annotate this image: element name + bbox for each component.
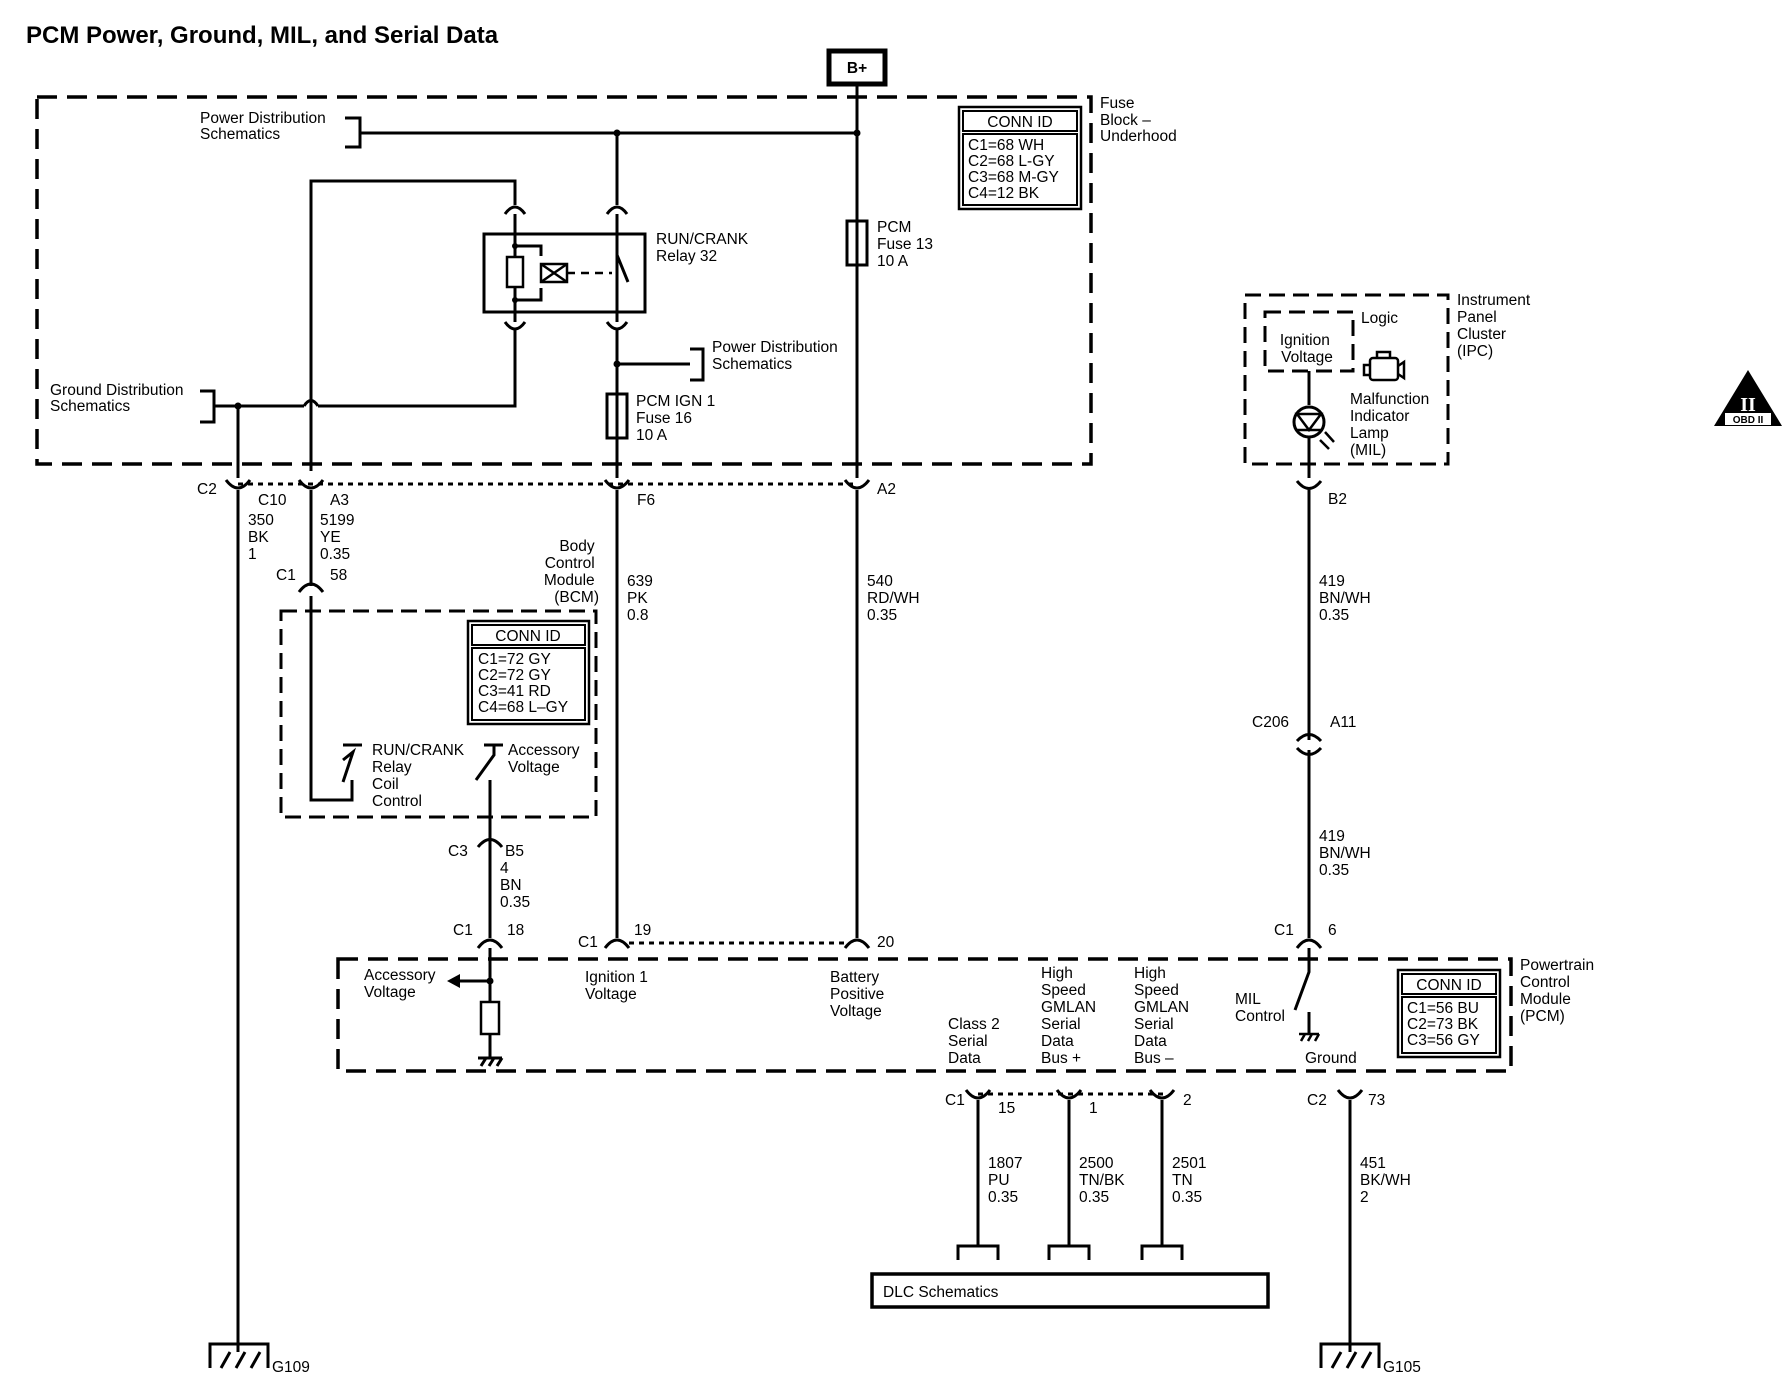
pcm-ground-label: Ground <box>1305 1050 1357 1067</box>
conn-c206-label: C206 <box>1252 714 1289 731</box>
pcm-mil-control-label: MIL Control <box>1235 991 1285 1025</box>
wire-1807-label: 1807 PU 0.35 <box>988 1155 1027 1206</box>
pcm-accessory-voltage-label: Accessory Voltage <box>364 967 440 1001</box>
conn-c2-label: C2 <box>197 481 217 498</box>
ground-g105-label: G105 <box>1383 1359 1421 1376</box>
conn-a3-label: A3 <box>330 492 349 509</box>
fuse-16-label: PCM IGN 1 Fuse 16 10 A <box>636 393 720 444</box>
pcm-label: Powertrain Control Module (PCM) <box>1520 957 1598 1025</box>
conn-6-label: 6 <box>1328 922 1337 939</box>
conn-c1-15-label: C1 <box>945 1092 965 1109</box>
powertrain-control-module: Powertrain Control Module (PCM) CONN ID … <box>336 948 1598 1073</box>
conn-c2-73-label: C2 <box>1307 1092 1327 1109</box>
obd-label: OBD II <box>1733 415 1764 426</box>
conn-58-label: 58 <box>330 567 347 584</box>
wire-2501-label: 2501 TN 0.35 <box>1172 1155 1211 1206</box>
conn-73-label: 73 <box>1368 1092 1385 1109</box>
svg-text:CONN ID: CONN ID <box>987 114 1052 131</box>
svg-text:CONN ID: CONN ID <box>495 628 560 645</box>
wire-419b-label: 419 BN/WH 0.35 <box>1319 828 1375 879</box>
conn-1-label: 1 <box>1089 1100 1098 1117</box>
wire-451-label: 451 BK/WH 2 <box>1360 1155 1415 1206</box>
conn-c1-19-label: C1 <box>578 934 598 951</box>
fuse-block-underhood: Fuse Block – Underhood CONN ID C1=68 WH … <box>35 84 1177 478</box>
bcm-relay-control-label: RUN/CRANK Relay Coil Control <box>372 742 468 810</box>
fuse-block-conn-id: CONN ID C1=68 WH C2=68 L-GY C3=68 M-GY C… <box>957 105 1083 211</box>
wire-540-label: 540 RD/WH 0.35 <box>867 573 924 624</box>
mil-lamp-icon <box>1292 405 1335 450</box>
conn-c3-label: C3 <box>448 843 468 860</box>
conn-c1-6-label: C1 <box>1274 922 1294 939</box>
svg-text:C1=56 BU C2=73 BK: C1=56 BU C2=73 BK C3=56 GY <box>1407 1000 1483 1049</box>
bcm-accessory-voltage-label: Accessory Voltage <box>508 742 584 776</box>
engine-icon <box>1362 350 1406 382</box>
battery-label: B+ <box>847 60 867 77</box>
svg-text:C1=72 GY C2=72 GY: C1=72 GY C2=72 GY C3=41 RD C4=68 L–GY <box>478 651 568 716</box>
pcm-ignition1-label: Ignition 1 Voltage <box>585 969 652 1003</box>
pcm-hs-gmlan-plus-label: High Speed GMLAN Serial Data Bus + <box>1041 965 1100 1067</box>
pcm-battery-label: Battery Positive Voltage <box>830 969 889 1020</box>
wire-350-label: 350 BK 1 <box>248 512 278 563</box>
conn-b2-label: B2 <box>1328 491 1347 508</box>
wire-4-label: 4 BN 0.35 <box>500 860 530 911</box>
bcm-label: Body Control Module (BCM) <box>544 538 599 606</box>
conn-a11-label: A11 <box>1330 714 1356 731</box>
ipc-logic-label: Logic <box>1361 310 1398 327</box>
conn-20-label: 20 <box>877 934 895 951</box>
wire-5199-label: 5199 YE 0.35 <box>320 512 359 563</box>
fuse-13-label: PCM Fuse 13 10 A <box>877 219 937 270</box>
svg-text:CONN ID: CONN ID <box>1416 977 1481 994</box>
ground-g109-label: G109 <box>272 1359 310 1376</box>
svg-text:C1=68 WH C2=68 L-GY: C1=68 WH C2=68 L-GY C3=68 M-GY C4=12 BK <box>968 137 1063 202</box>
bcm-conn-id: CONN ID C1=72 GY C2=72 GY C3=41 RD C4=68… <box>466 619 591 726</box>
conn-b5-label: B5 <box>505 843 524 860</box>
wire-2500-label: 2500 TN/BK 0.35 <box>1079 1155 1129 1206</box>
wire-419a-label: 419 BN/WH 0.35 <box>1319 573 1375 624</box>
conn-18-label: 18 <box>507 922 524 939</box>
pcm-class2-label: Class 2 Serial Data <box>948 1016 1004 1067</box>
conn-f6-label: F6 <box>637 492 655 509</box>
conn-15-label: 15 <box>998 1100 1015 1117</box>
pcm-hs-gmlan-minus-label: High Speed GMLAN Serial Data Bus – <box>1134 965 1193 1067</box>
pcm-fuse-13 <box>845 219 869 267</box>
run-crank-relay-32 <box>482 214 647 322</box>
ground-g109-icon <box>208 1342 270 1369</box>
conn-c10-label: C10 <box>258 492 287 509</box>
conn-2-label: 2 <box>1183 1092 1192 1109</box>
conn-c1-18-label: C1 <box>453 922 473 939</box>
obd-numeral: II <box>1740 394 1756 416</box>
relay-32-label: RUN/CRANK Relay 32 <box>656 231 752 265</box>
pcm-ign1-fuse-16 <box>605 392 629 440</box>
obd-ii-badge: II OBD II <box>1714 370 1782 426</box>
ipc-label: Instrument Panel Cluster (IPC) <box>1457 292 1535 360</box>
conn-a2-label: A2 <box>877 481 896 498</box>
pcm-conn-id: CONN ID C1=56 BU C2=73 BK C3=56 GY <box>1396 968 1502 1059</box>
dlc-label: DLC Schematics <box>883 1284 999 1301</box>
mil-label: Malfunction Indicator Lamp (MIL) <box>1350 391 1434 459</box>
power-distribution-mid-label: Power Distribution Schematics <box>712 339 842 373</box>
conn-19-label: 19 <box>634 922 651 939</box>
wire-639-label: 639 PK 0.8 <box>627 573 657 624</box>
body-control-module: Body Control Module (BCM) CONN ID C1=72 … <box>279 538 599 848</box>
dlc-schematics-box: DLC Schematics <box>870 1272 1270 1309</box>
instrument-panel-cluster: Instrument Panel Cluster (IPC) Logic Ign… <box>1243 292 1535 478</box>
page-title: PCM Power, Ground, MIL, and Serial Data <box>26 22 499 49</box>
fuse-block-label: Fuse Block – Underhood <box>1100 95 1177 145</box>
power-distribution-top-label: Power Distribution Schematics <box>200 110 330 143</box>
ground-distribution-label: Ground Distribution Schematics <box>50 382 188 415</box>
ipc-ignition-voltage-label: Ignition Voltage <box>1280 332 1334 366</box>
battery-positive-terminal: B+ <box>826 48 888 87</box>
conn-c1-58-label: C1 <box>276 567 296 584</box>
ground-g105-icon <box>1319 1342 1381 1369</box>
